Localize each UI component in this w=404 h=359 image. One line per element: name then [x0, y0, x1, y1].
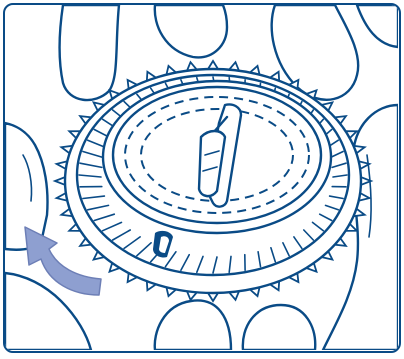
top-finger-left [60, 5, 119, 100]
dial-rotation-illustration [5, 5, 398, 350]
bottom-finger-right [243, 305, 315, 350]
top-finger-far-right [357, 5, 398, 47]
illustration-frame [3, 3, 401, 353]
bottom-finger-left [155, 300, 231, 350]
top-finger-middle [155, 5, 227, 57]
